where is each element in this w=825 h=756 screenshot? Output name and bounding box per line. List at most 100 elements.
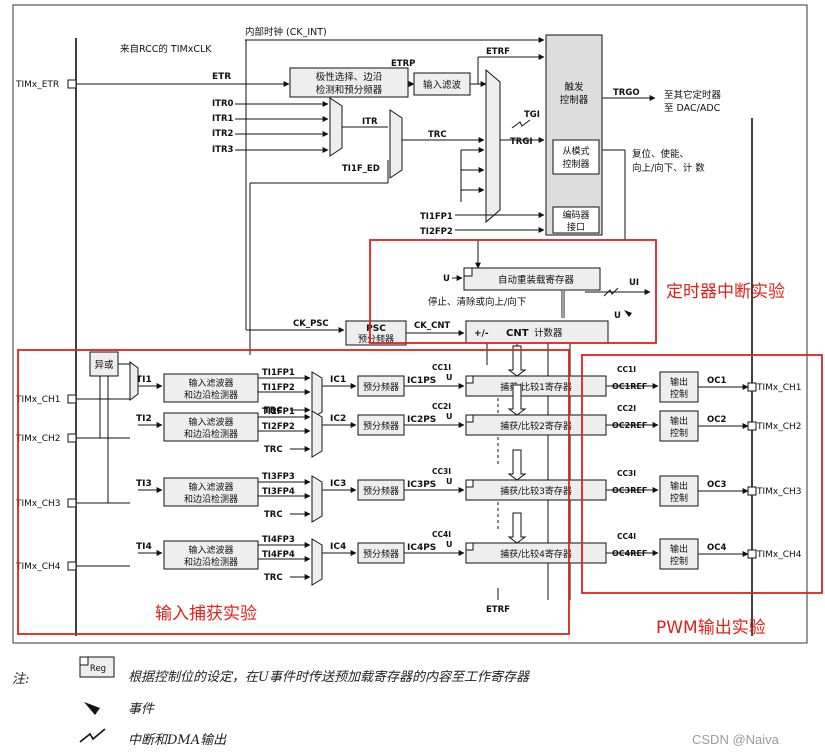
legend-event-text: 事件 xyxy=(128,702,155,717)
pin-etr: TIMx_ETR xyxy=(15,80,59,90)
trgi-label: TRGI xyxy=(510,137,532,147)
output-control-text-b-1: 控制 xyxy=(670,388,688,400)
ccr-text-4: 捕获/比较4寄存器 xyxy=(500,548,572,560)
prescaler-text-1: 预分频器 xyxy=(363,381,399,393)
ccr-text-3: 捕获/比较3寄存器 xyxy=(500,485,572,497)
etrf-bottom-label: ETRF xyxy=(486,605,510,615)
legend-reg-text: Reg xyxy=(90,664,106,674)
input-capture-box xyxy=(17,349,570,635)
watermark: CSDN @Naiva xyxy=(692,732,780,747)
outer-frame xyxy=(12,4,808,644)
cci-label-2: CC2I xyxy=(432,402,451,411)
etr-label: ETR xyxy=(212,72,231,82)
prescaler-text-2: 预分频器 xyxy=(363,420,399,432)
output-control-text-a-1: 输出 xyxy=(670,376,688,388)
xor-text: 异或 xyxy=(94,359,114,371)
ccr-u-label-1: U xyxy=(446,373,453,382)
left-pin-ch2 xyxy=(67,433,77,443)
prescaler-text-4: 预分频器 xyxy=(363,548,399,560)
ic-label-2: IC2 xyxy=(330,414,346,424)
psc-block xyxy=(345,320,407,346)
pin-left-ch3: TIMx_CH3 xyxy=(15,499,61,509)
ocref-label-2: OC2REF xyxy=(612,421,647,430)
input-capture-label: 输入捕获实验 xyxy=(155,604,257,624)
cci-label-1: CC1I xyxy=(432,363,451,372)
ui-label: UI xyxy=(629,278,639,288)
output-control-text-a-2: 输出 xyxy=(670,415,688,427)
ti-label-3: TI3 xyxy=(136,479,152,489)
trigger-controller-block xyxy=(545,34,603,236)
ic-mux-3 xyxy=(311,475,323,523)
u-event-label: U xyxy=(614,311,621,321)
output-control-text-b-4: 控制 xyxy=(670,555,688,567)
cnt-pm: +/- xyxy=(474,329,489,339)
bus-arrow-2 xyxy=(507,384,527,416)
trc-mux xyxy=(389,109,403,179)
encoder-text-2: 接口 xyxy=(567,221,585,233)
prescaler-text-3: 预分频器 xyxy=(363,485,399,497)
trigger-text-1: 触发 xyxy=(564,81,584,93)
etr-pin xyxy=(67,79,77,89)
pin-right-ch2: TIMx_CH2 xyxy=(756,422,802,432)
trc-label: TRC xyxy=(428,130,447,140)
left-pin-ch4 xyxy=(67,561,77,571)
right-pin-ch4 xyxy=(747,549,757,559)
filter-edge-block-4 xyxy=(163,540,259,570)
trgo-to-text: 至其它定时器 xyxy=(664,89,722,101)
filter-edge-text-b-1: 和边沿检测器 xyxy=(184,389,238,401)
right-pin-ch3 xyxy=(747,486,757,496)
left-pin-ch1 xyxy=(67,394,77,404)
fp-b-label-2: TI2FP2 xyxy=(262,422,295,432)
filter-edge-text-a-4: 输入滤波器 xyxy=(188,544,233,556)
polarity-text-1: 极性选择、边沿 xyxy=(316,71,383,83)
slave-text-2: 控制器 xyxy=(562,158,589,170)
arr-u-label: U xyxy=(443,274,450,284)
arr-block xyxy=(463,267,601,291)
bus-arrow-3 xyxy=(507,449,527,481)
input-filter-text: 输入滤波 xyxy=(423,79,462,91)
cci-out-label-3: CC3I xyxy=(617,469,636,478)
cci-label-3: CC3I xyxy=(432,467,451,476)
trc-label-4: TRC xyxy=(264,573,283,583)
icps-label-1: IC1PS xyxy=(407,376,436,386)
irq-icon xyxy=(79,728,106,743)
legend-note-label: 注: xyxy=(12,672,29,687)
etrp-label: ETRP xyxy=(391,59,415,69)
ic-mux-2 xyxy=(311,410,323,458)
pin-left-ch4: TIMx_CH4 xyxy=(15,562,61,572)
pwm-output-box xyxy=(581,354,823,594)
filter-edge-block-2 xyxy=(163,412,259,442)
polarity-text-2: 检测和预分频器 xyxy=(316,84,383,96)
ccr-u-label-4: U xyxy=(446,540,453,549)
pin-left-ch2: TIMx_CH2 xyxy=(15,434,61,444)
oc-label-1: OC1 xyxy=(707,376,726,386)
ic-mux-1 xyxy=(311,371,323,419)
trgi-mux xyxy=(485,68,501,224)
ccr-u-label-3: U xyxy=(446,477,453,486)
fp-a-label-3: TI3FP3 xyxy=(262,472,295,482)
stop-text: 停止、清除或向上/向下 xyxy=(428,296,526,308)
tgi-label: TGI xyxy=(524,110,540,120)
ck-int-label: 内部时钟 (CK_INT) xyxy=(245,26,327,38)
oc-label-2: OC2 xyxy=(707,415,726,425)
cci-label-4: CC4I xyxy=(432,530,451,539)
encoder-block xyxy=(552,206,600,234)
pin-right-ch1: TIMx_CH1 xyxy=(756,383,802,393)
timer-interrupt-label: 定时器中断实验 xyxy=(666,282,785,302)
fp-b-label-3: TI3FP4 xyxy=(262,487,295,497)
psc-text: PSC xyxy=(366,324,386,334)
filter-edge-text-b-4: 和边沿检测器 xyxy=(184,556,238,568)
oc-label-4: OC4 xyxy=(707,543,726,553)
ti1f-ed-label: TI1F_ED xyxy=(342,164,380,174)
ic-mux-4 xyxy=(311,538,323,586)
filter-edge-text-b-2: 和边沿检测器 xyxy=(184,428,238,440)
reset-text-1: 复位、使能、 xyxy=(632,148,689,160)
ck-cnt-label: CK_CNT xyxy=(414,321,450,331)
ti1-mux xyxy=(129,361,139,401)
cci-out-label-4: CC4I xyxy=(617,532,636,541)
icps-label-2: IC2PS xyxy=(407,415,436,425)
right-pin-ch1 xyxy=(747,382,757,392)
pin-right-ch3: TIMx_CH3 xyxy=(756,487,802,497)
output-control-block-2 xyxy=(659,410,699,442)
